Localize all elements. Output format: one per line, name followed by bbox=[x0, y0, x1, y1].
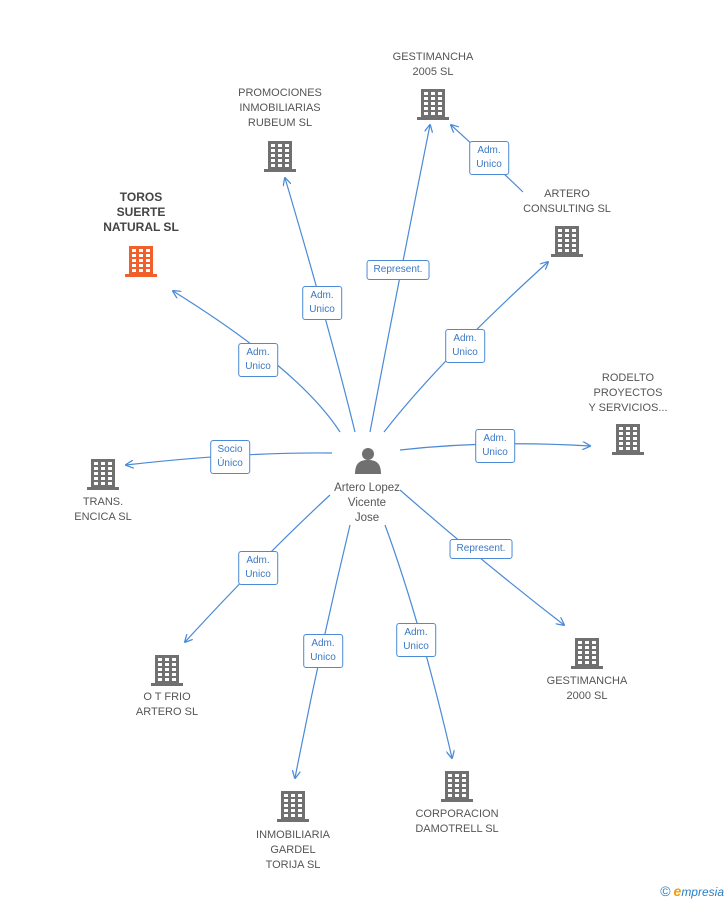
edge-label-toros[interactable]: Adm. Unico bbox=[238, 343, 278, 377]
building-icon-rodelto[interactable] bbox=[612, 424, 644, 455]
company-label-gardel[interactable]: INMOBILIARIA GARDEL TORIJA SL bbox=[256, 829, 330, 871]
company-label-artero_consulting[interactable]: ARTERO CONSULTING SL bbox=[523, 188, 611, 215]
building-icon-damotrell[interactable] bbox=[441, 771, 473, 802]
company-label-gest2005[interactable]: GESTIMANCHA 2005 SL bbox=[392, 51, 474, 78]
edge-label-trans[interactable]: Socio Único bbox=[210, 440, 250, 474]
company-label-rodelto[interactable]: RODELTO PROYECTOS Y SERVICIOS... bbox=[588, 372, 668, 414]
building-icon-toros[interactable] bbox=[125, 246, 157, 277]
company-label-damotrell[interactable]: CORPORACION DAMOTRELL SL bbox=[415, 808, 499, 835]
edge-label-gardel[interactable]: Adm. Unico bbox=[303, 634, 343, 668]
building-icon-promociones[interactable] bbox=[264, 141, 296, 172]
edge-label-promociones[interactable]: Adm. Unico bbox=[302, 286, 342, 320]
company-label-otfrio[interactable]: O T FRIO ARTERO SL bbox=[135, 691, 199, 718]
person-label[interactable]: Artero Lopez Vicente Jose bbox=[334, 482, 400, 524]
edge-label-gest2005[interactable]: Adm. Unico bbox=[469, 141, 509, 175]
edge-label-rodelto[interactable]: Adm. Unico bbox=[475, 429, 515, 463]
building-icon-gest2005[interactable] bbox=[417, 89, 449, 120]
edge-label-gest2005[interactable]: Represent. bbox=[366, 260, 430, 280]
footer-brand: ©empresia bbox=[660, 883, 724, 899]
building-icon-gest2000[interactable] bbox=[571, 638, 603, 669]
person-icon[interactable] bbox=[355, 448, 381, 474]
company-label-trans[interactable]: TRANS. ENCICA SL bbox=[74, 496, 132, 523]
building-icon-gardel[interactable] bbox=[277, 791, 309, 822]
copyright-icon: © bbox=[660, 883, 671, 899]
company-label-promociones[interactable]: PROMOCIONES INMOBILIARIAS RUBEUM SL bbox=[238, 87, 322, 129]
nodes-layer bbox=[87, 89, 644, 822]
building-icon-artero_consulting[interactable] bbox=[551, 226, 583, 257]
edge-line-gest2005 bbox=[369, 125, 430, 433]
edge-label-artero_consulting[interactable]: Adm. Unico bbox=[445, 329, 485, 363]
building-icon-otfrio[interactable] bbox=[151, 655, 183, 686]
edge-label-damotrell[interactable]: Adm. Unico bbox=[396, 623, 436, 657]
edge-label-otfrio[interactable]: Adm. Unico bbox=[238, 551, 278, 585]
company-label-gest2000[interactable]: GESTIMANCHA 2000 SL bbox=[546, 675, 628, 702]
company-label-toros[interactable]: TOROS SUERTE NATURAL SL bbox=[103, 190, 179, 234]
building-icon-trans[interactable] bbox=[87, 459, 119, 490]
brand-name: mpresia bbox=[681, 885, 724, 899]
brand-logo-letter: e bbox=[673, 883, 682, 899]
edges-layer bbox=[126, 125, 590, 778]
edge-label-gest2000[interactable]: Represent. bbox=[449, 539, 513, 559]
edge-line-toros bbox=[173, 291, 341, 433]
